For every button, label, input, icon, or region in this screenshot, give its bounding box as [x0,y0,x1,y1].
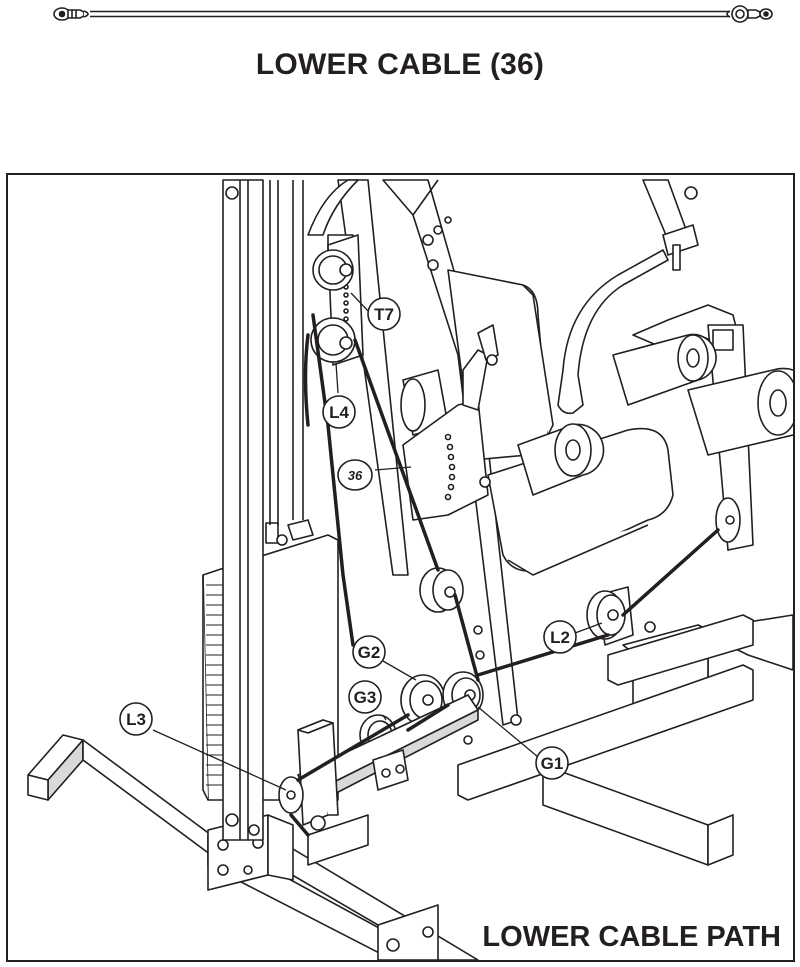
cable-line [90,10,730,18]
callout-g2-ring [352,635,386,669]
bolts [276,216,656,745]
callout-t7-ring [367,297,401,331]
main-upright [222,179,264,841]
lower-cable-illustration [53,5,773,23]
pulley-l4 [310,317,356,363]
cable-left-end-fitting [53,7,89,21]
lower-cable-path-line [289,313,720,837]
pulley-t7 [312,249,354,291]
pulley-g2 [400,674,446,726]
callout-l2-ring [543,620,577,654]
machine-drawing: T7 L4 36 L2 G2 G3 L3 G1 [27,179,793,960]
cable-right-end-fitting [726,5,773,23]
guide-rods [269,180,304,525]
callout-l3: L3 [126,710,146,729]
callout-g3-ring [348,680,382,714]
cable-path-diagram: T7 L4 36 L2 G2 G3 L3 G1 LOWER CABLE PATH [6,173,795,962]
page-title: LOWER CABLE (36) [255,48,545,81]
callout-leaders [152,292,603,791]
callout-g3: G3 [354,688,377,707]
adjustment-plate [402,324,499,521]
diagram-caption: LOWER CABLE PATH [480,921,783,954]
pec-arm [557,179,699,415]
callout-l4-ring [322,395,356,429]
callout-t7: T7 [374,305,394,324]
rear-base-frame [457,614,754,866]
callout-g1-ring [535,746,569,780]
callout-g2: G2 [358,643,381,662]
pulley-rear-right [715,497,741,543]
callout-l3-ring [119,702,153,736]
callout-l4: L4 [329,403,349,422]
leg-rollers [400,333,793,496]
callout-l2: L2 [550,628,570,647]
pulley-l2 [586,586,634,646]
callout-g1: G1 [541,754,564,773]
pulley-l3 [278,719,339,831]
callout-36: 36 [348,468,363,483]
callout-36-ring [337,459,373,491]
